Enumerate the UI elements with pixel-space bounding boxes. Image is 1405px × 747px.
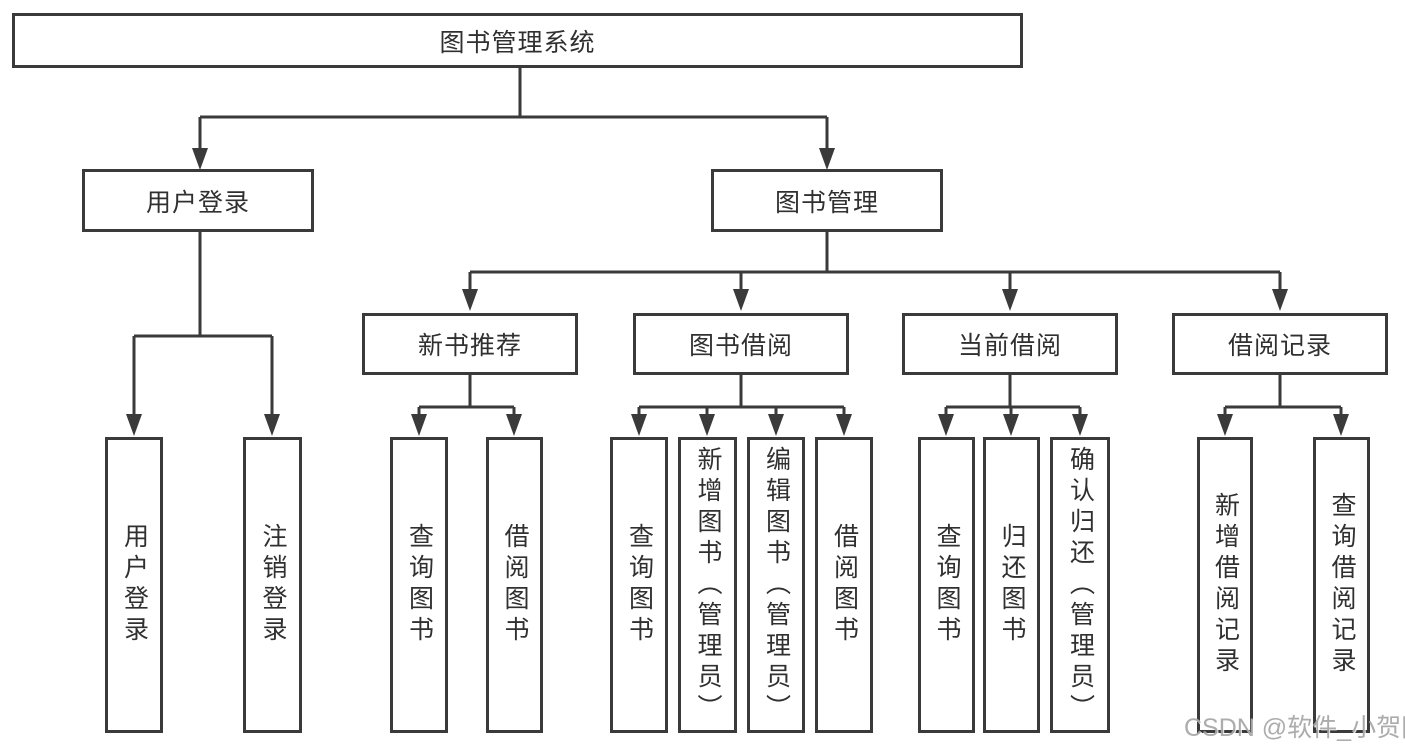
node-log-query-borrow-record: 查询借阅记录	[1313, 437, 1370, 733]
node-log-add-borrow-record: 新增借阅记录	[1197, 437, 1253, 733]
node-bor-query-books: 查询图书	[610, 437, 668, 733]
node-cur-return-books: 归还图书	[983, 437, 1040, 733]
node-bor-borrow-books: 借阅图书	[815, 437, 873, 733]
node-library-system: 图书管理系统	[12, 13, 1023, 68]
node-user-login-leaf: 用户登录	[105, 437, 163, 733]
node-new-book-recommend: 新书推荐	[362, 313, 578, 375]
node-borrow-records: 借阅记录	[1172, 313, 1388, 375]
node-book-borrowing: 图书借阅	[633, 313, 849, 375]
node-bor-edit-books-admin: 编辑图书（管理员）	[747, 437, 805, 733]
node-cur-confirm-return-admin: 确认归还（管理员）	[1050, 437, 1110, 733]
node-book-management: 图书管理	[711, 169, 943, 232]
node-bor-add-books-admin: 新增图书（管理员）	[678, 437, 737, 733]
watermark: CSDN @软件_小贺同学	[1184, 714, 1405, 742]
node-logout: 注销登录	[243, 437, 302, 733]
node-cur-query-books: 查询图书	[918, 437, 975, 733]
node-rec-query-books: 查询图书	[390, 437, 448, 733]
node-current-borrowing: 当前借阅	[902, 313, 1118, 375]
node-user-login: 用户登录	[82, 169, 314, 232]
node-rec-borrow-books: 借阅图书	[486, 437, 543, 733]
